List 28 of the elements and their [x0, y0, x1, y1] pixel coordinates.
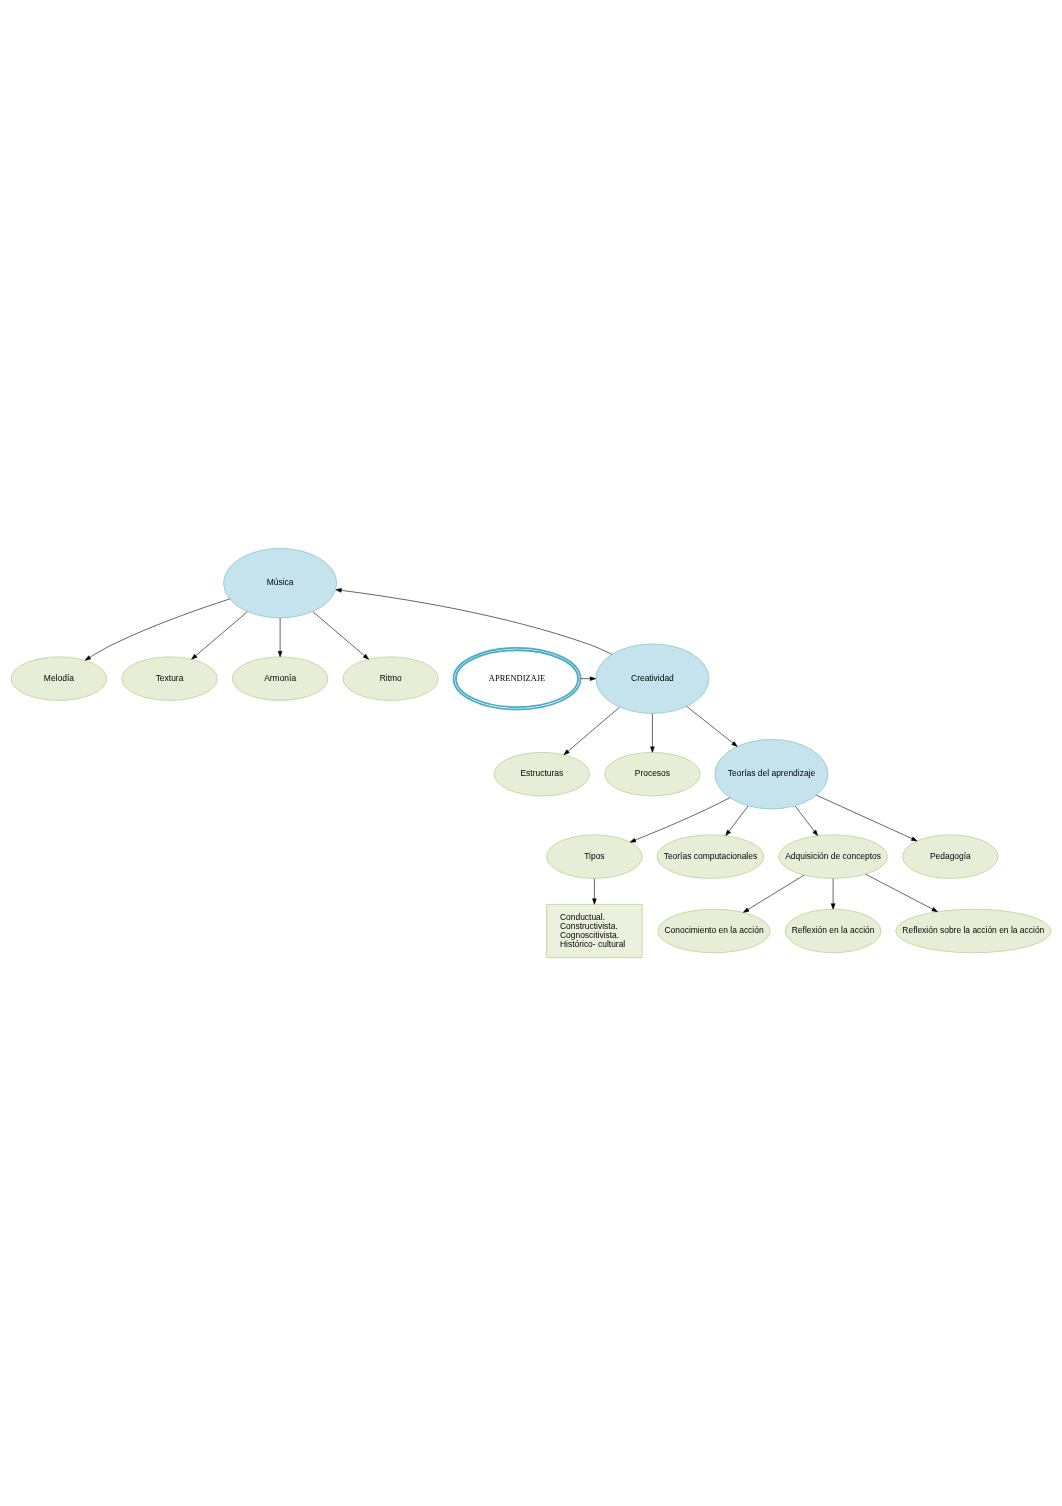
node-ellipse: Tipos — [546, 834, 643, 879]
arrow — [335, 588, 613, 655]
arrow — [563, 707, 620, 755]
arrow — [84, 598, 231, 661]
arrow — [865, 873, 938, 912]
arrow — [580, 676, 596, 681]
arrow — [794, 805, 818, 836]
node-ellipse: Textura — [121, 656, 218, 701]
node-ellipse: Reflexión en la acción — [784, 908, 882, 954]
node-ellipse: Creatividad — [595, 643, 710, 714]
node-ellipse: Armonía — [231, 656, 329, 701]
arrow — [725, 805, 749, 836]
arrow — [277, 617, 283, 658]
arrow — [743, 874, 805, 913]
node-ellipse: Procesos — [604, 751, 701, 797]
arrow — [650, 713, 655, 753]
arrow — [191, 611, 248, 660]
arrow — [312, 611, 369, 660]
arrow — [592, 878, 597, 905]
node-ellipse: Ritmo — [342, 656, 439, 701]
node-ellipse: Teorías computacionales — [656, 834, 765, 879]
arrow — [686, 706, 738, 747]
arrow — [816, 794, 918, 842]
node-ellipse: Música — [223, 547, 338, 619]
arrow — [629, 797, 731, 843]
arrow — [830, 878, 836, 910]
node-ellipse: Adquisición de conceptos — [778, 834, 888, 879]
node-box: Conductual. Constructivista. Cognoscitivista. Histórico- cultural — [546, 903, 643, 959]
